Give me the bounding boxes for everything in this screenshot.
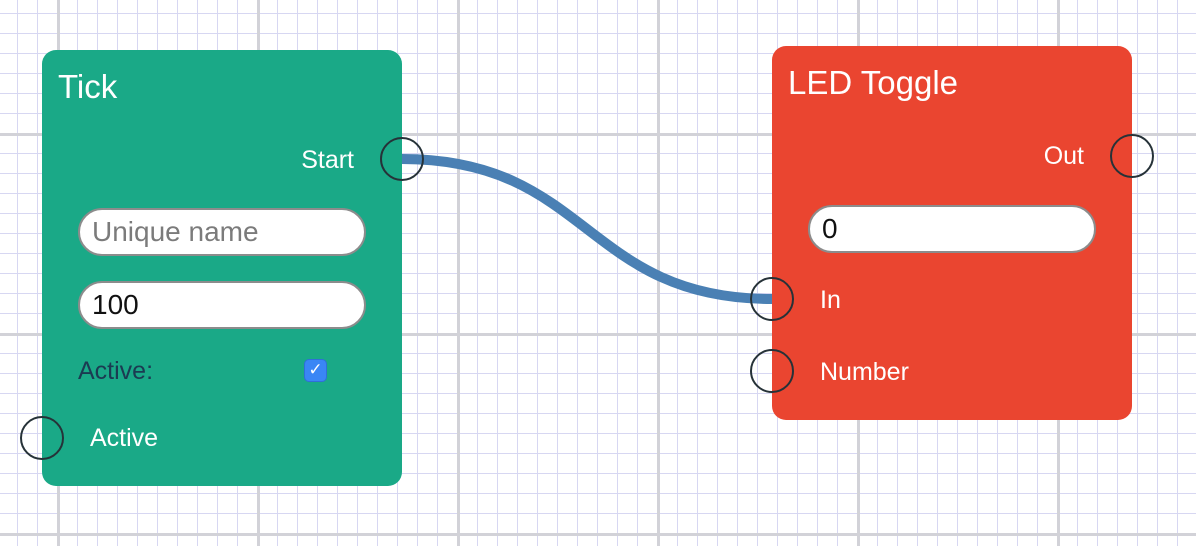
tick-node[interactable]: Tick Start Active: ✓ Active [42,50,402,486]
output-label-out: Out [1043,142,1084,170]
node-title: Tick [58,68,118,105]
output-label-start: Start [301,146,354,174]
led-in-input-socket[interactable] [750,277,794,321]
node-title: LED Toggle [788,64,959,101]
checkmark-icon: ✓ [308,360,323,380]
unique-name-input[interactable] [78,208,366,256]
led-out-output-socket[interactable] [1110,134,1154,178]
led-number-input-socket[interactable] [750,349,794,393]
active-checkbox[interactable]: ✓ [304,359,327,382]
active-checkbox-label: Active: [78,357,154,385]
tick-active-input-socket[interactable] [20,416,64,460]
input-label-active: Active [90,424,159,452]
led-value-input[interactable] [808,205,1096,253]
interval-input[interactable] [78,281,366,329]
tick-start-output-socket[interactable] [380,137,424,181]
led-toggle-node[interactable]: LED Toggle Out In Number [772,46,1132,420]
connection-wire-tick-start-to-led-in[interactable] [401,154,773,304]
input-label-number: Number [820,358,909,386]
input-label-in: In [820,286,841,314]
